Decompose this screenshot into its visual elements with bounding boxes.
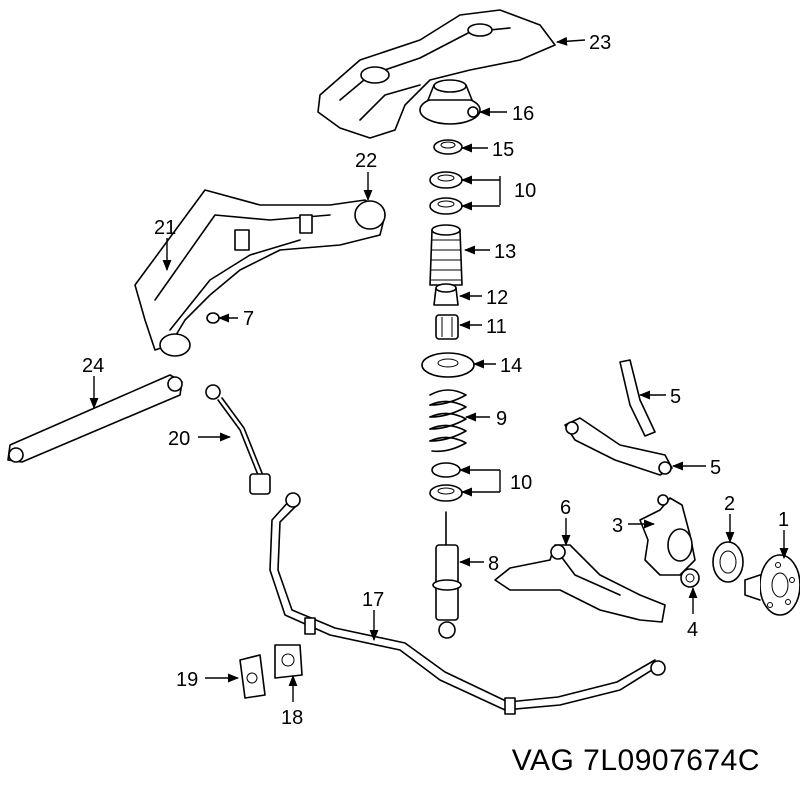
part-11-bushing — [435, 314, 459, 340]
callout-5-lower: 5 — [710, 457, 721, 479]
part-number-caption: VAG 7L0907674C — [511, 744, 760, 777]
callout-23: 23 — [589, 32, 611, 54]
callout-8: 8 — [488, 553, 499, 575]
part-14-spring-plate — [421, 352, 475, 378]
callout-11: 11 — [486, 316, 507, 338]
part-9-coil-spring — [429, 389, 467, 453]
callout-16: 16 — [512, 103, 534, 125]
part-18-stabilizer-bushing — [274, 644, 303, 679]
callout-12: 12 — [486, 287, 508, 309]
callout-15: 15 — [492, 139, 514, 161]
callout-17: 17 — [362, 589, 384, 611]
part-16-strut-mount — [419, 79, 481, 125]
part-24-link-arm — [7, 374, 183, 463]
callout-labels: 23 16 15 10 13 12 11 14 9 10 8 22 21 7 2… — [82, 32, 789, 729]
callout-1: 1 — [778, 509, 789, 531]
part-21-22-subframe — [134, 189, 386, 357]
part-10-lower-spring-seats — [429, 462, 463, 502]
callout-3: 3 — [612, 515, 623, 537]
part-10-upper-spring-seats — [429, 171, 463, 215]
part-7-nut — [206, 312, 220, 324]
callout-18: 18 — [281, 707, 303, 729]
callout-7: 7 — [243, 308, 254, 330]
callout-21: 21 — [154, 217, 176, 239]
callout-10-upper: 10 — [514, 180, 536, 202]
callout-13: 13 — [494, 241, 516, 263]
part-13-dust-boot — [429, 224, 463, 286]
part-15-bump-cap — [433, 139, 463, 155]
callout-5-upper: 5 — [670, 386, 681, 408]
callout-4: 4 — [687, 619, 698, 641]
part-8-shock-absorber — [432, 511, 462, 639]
part-17-stabilizer-bar — [269, 492, 666, 715]
part-4-bushing — [680, 568, 700, 588]
leader-lines — [89, 36, 789, 702]
callout-24: 24 — [82, 355, 104, 377]
callout-2: 2 — [724, 493, 735, 515]
part-20-stabilizer-link — [205, 384, 271, 495]
part-5-upper-links — [564, 359, 673, 476]
part-19-stabilizer-clamp — [239, 654, 266, 699]
part-3-knuckle — [639, 494, 696, 576]
part-6-lower-control-arm — [494, 544, 666, 623]
callout-19: 19 — [176, 669, 198, 691]
part-2-wheel-bearing — [712, 541, 744, 583]
callout-10-lower: 10 — [510, 472, 532, 494]
callout-9: 9 — [496, 408, 507, 430]
callout-22: 22 — [355, 150, 377, 172]
callout-6: 6 — [560, 497, 571, 519]
part-23-crossmember — [317, 9, 556, 139]
callout-14: 14 — [500, 355, 522, 377]
part-12-bump-stop — [433, 283, 459, 306]
callout-20: 20 — [168, 428, 190, 450]
part-1-hub — [744, 554, 800, 616]
